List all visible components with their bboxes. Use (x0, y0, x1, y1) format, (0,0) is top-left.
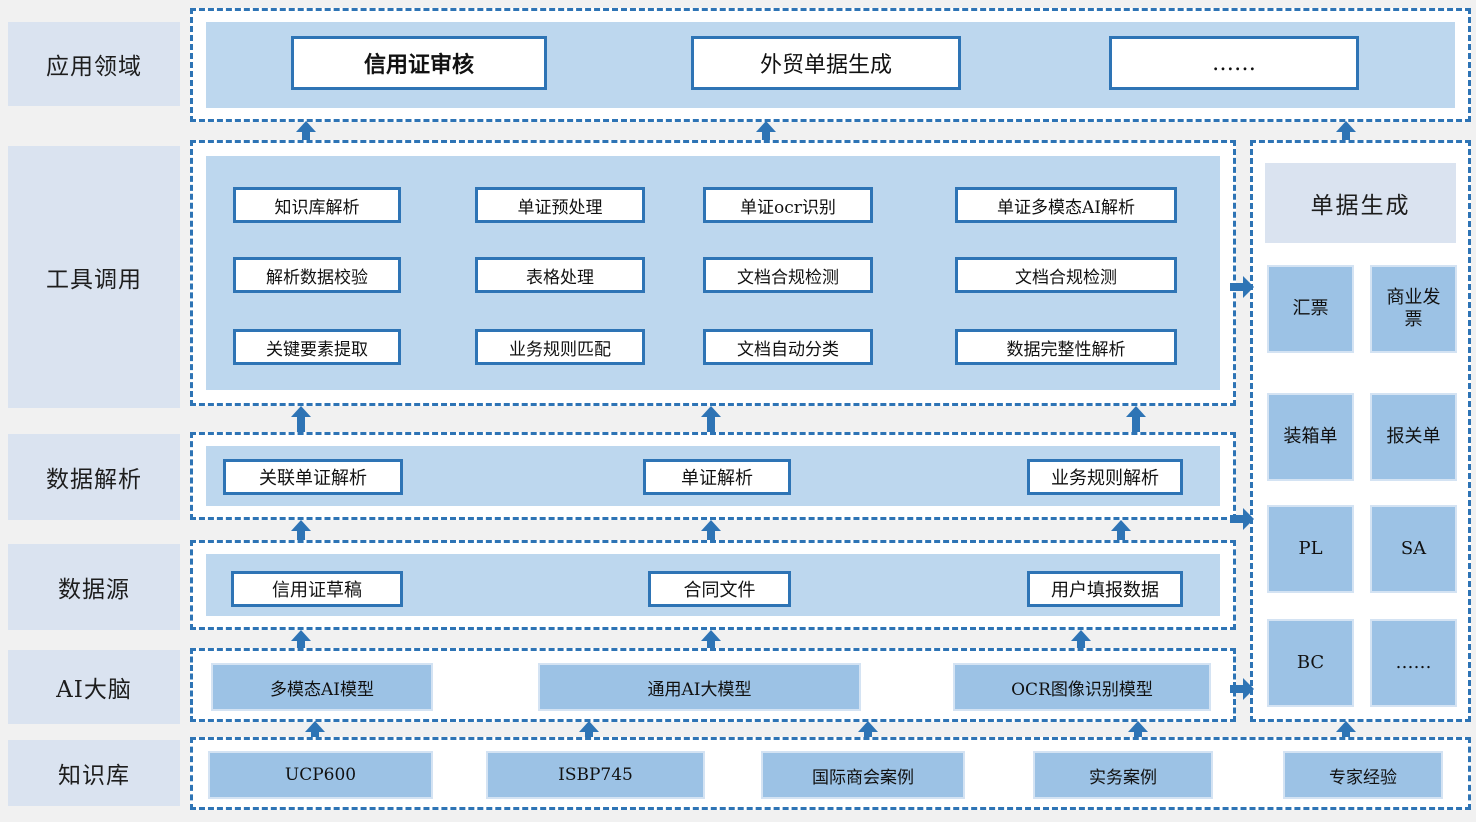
arrow-right-icon (1230, 678, 1254, 700)
ai-model-box: OCR图像识别模型 (953, 663, 1211, 711)
ai-model-box: 多模态AI模型 (211, 663, 433, 711)
tool-box: 关键要素提取 (233, 329, 401, 365)
layer-label-source: 数据源 (8, 544, 180, 630)
output-doc-box: 汇票 (1267, 265, 1354, 353)
source-layer-container: 信用证草稿 合同文件 用户填报数据 (190, 540, 1236, 630)
layer-label-parse: 数据解析 (8, 434, 180, 520)
arrow-up-icon (701, 520, 721, 540)
application-layer-container: 信用证审核 外贸单据生成 …… (190, 8, 1471, 122)
kb-box: 国际商会案例 (761, 751, 965, 799)
layer-label-application: 应用领域 (8, 22, 180, 106)
tool-box: 文档自动分类 (703, 329, 873, 365)
parse-box: 关联单证解析 (223, 459, 403, 495)
arrow-up-icon (756, 121, 776, 140)
source-box: 用户填报数据 (1027, 571, 1183, 607)
tool-box: 解析数据校验 (233, 257, 401, 293)
output-doc-box: SA (1370, 505, 1457, 593)
tool-box: 单证多模态AI解析 (955, 187, 1177, 223)
app-box-lc-review: 信用证审核 (291, 36, 547, 90)
arrow-up-icon (1111, 520, 1131, 540)
tool-box: 单证ocr识别 (703, 187, 873, 223)
arrow-up-icon (858, 721, 878, 737)
arrow-up-icon (291, 406, 311, 432)
source-box: 合同文件 (648, 571, 791, 607)
arrow-up-icon (1336, 121, 1356, 140)
arrow-up-icon (1126, 406, 1146, 432)
output-panel-title: 单据生成 (1265, 163, 1456, 243)
parse-box: 单证解析 (643, 459, 791, 495)
output-doc-box: 报关单 (1370, 393, 1457, 481)
kb-layer-container: UCP600 ISBP745 国际商会案例 实务案例 专家经验 (190, 737, 1471, 810)
output-doc-box: BC (1267, 619, 1354, 707)
arrow-right-icon (1230, 276, 1254, 298)
arrow-up-icon (579, 721, 599, 737)
kb-box: 实务案例 (1033, 751, 1213, 799)
parse-box: 业务规则解析 (1027, 459, 1183, 495)
app-box-doc-generation: 外贸单据生成 (691, 36, 961, 90)
ai-model-box: 通用AI大模型 (538, 663, 861, 711)
arrow-right-icon (1230, 508, 1254, 530)
output-doc-box: 商业发票 (1370, 265, 1457, 353)
tool-box: 文档合规检测 (955, 257, 1177, 293)
tool-box: 表格处理 (475, 257, 645, 293)
arrow-up-icon (1071, 630, 1091, 648)
tool-box: 单证预处理 (475, 187, 645, 223)
arrow-up-icon (1336, 721, 1356, 737)
source-box: 信用证草稿 (231, 571, 403, 607)
tool-box: 业务规则匹配 (475, 329, 645, 365)
output-doc-box: 装箱单 (1267, 393, 1354, 481)
kb-box: ISBP745 (486, 751, 705, 799)
arrow-up-icon (291, 520, 311, 540)
layer-label-kb: 知识库 (8, 740, 180, 806)
output-doc-box: …… (1370, 619, 1457, 707)
tools-layer-container: 知识库解析 单证预处理 单证ocr识别 单证多模态AI解析 解析数据校验 表格处… (190, 140, 1236, 406)
tool-box: 文档合规检测 (703, 257, 873, 293)
arrow-up-icon (1128, 721, 1148, 737)
app-box-ellipsis: …… (1109, 36, 1359, 90)
layer-label-tools: 工具调用 (8, 146, 180, 408)
layer-label-ai: AI大脑 (8, 650, 180, 724)
output-doc-box: PL (1267, 505, 1354, 593)
kb-box: UCP600 (208, 751, 433, 799)
arrow-up-icon (701, 406, 721, 432)
kb-box: 专家经验 (1283, 751, 1443, 799)
ai-layer-container: 多模态AI模型 通用AI大模型 OCR图像识别模型 (190, 648, 1236, 722)
output-panel-container: 单据生成 汇票 商业发票 装箱单 报关单 PL SA BC …… (1250, 140, 1471, 722)
tool-box: 知识库解析 (233, 187, 401, 223)
arrow-up-icon (701, 630, 721, 648)
arrow-up-icon (291, 630, 311, 648)
tool-box: 数据完整性解析 (955, 329, 1177, 365)
arrow-up-icon (305, 721, 325, 737)
parse-layer-container: 关联单证解析 单证解析 业务规则解析 (190, 432, 1236, 520)
arrow-up-icon (296, 121, 316, 140)
